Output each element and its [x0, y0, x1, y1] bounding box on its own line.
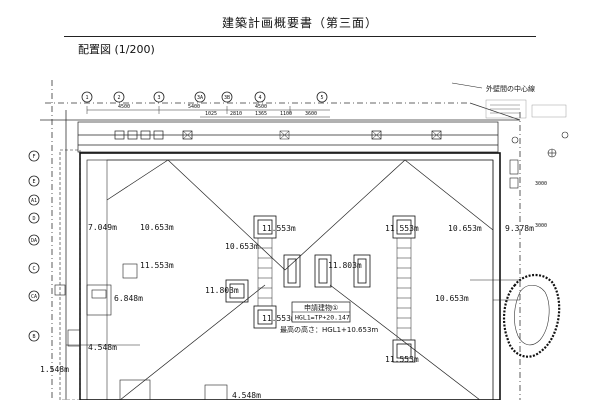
top-canopy	[77, 121, 499, 153]
elevation-label: 11.553m	[385, 224, 419, 233]
elevation-label: 10.653m	[435, 294, 469, 303]
building-note: 申請建物① HGL1=TP+20.147 最高の高さ：HGL1+10.653m	[280, 301, 378, 334]
grid-left-e: E	[33, 179, 36, 185]
dim-3000-a: 3000	[535, 181, 547, 187]
leader-line	[451, 82, 483, 89]
site-trees	[511, 131, 569, 158]
elevation-label: 11.553m	[140, 261, 174, 270]
top-dimension-lines	[86, 106, 330, 118]
site-boundary	[40, 80, 521, 400]
elevation-label: 1.548m	[40, 365, 69, 374]
left-grid-bubbles: F E A1 D DA C CA B	[28, 150, 40, 342]
dim-2810: 2810	[230, 111, 242, 117]
grid-top-2: 2	[118, 95, 121, 101]
left-side-details	[54, 149, 228, 400]
rail-hatching	[257, 238, 412, 340]
roof-hip-lines	[106, 159, 494, 400]
elevation-label: 11.803m	[328, 261, 362, 270]
grid-left-da: DA	[31, 238, 37, 244]
elevation-label: 4.548m	[232, 391, 261, 400]
grid-left-c: C	[33, 266, 36, 272]
document-title: 建築計画概要書（第三面）	[221, 16, 378, 30]
elevation-label: 6.848m	[114, 294, 143, 303]
dim-3000-b: 3000	[535, 223, 547, 229]
grid-top-3a: 3A	[197, 95, 203, 101]
grid-top-3b: 3B	[224, 95, 230, 101]
elevation-label: 11.553m	[262, 224, 296, 233]
grid-top-3: 3	[158, 95, 161, 101]
elevation-label: 11.553m	[385, 355, 419, 364]
elevation-label: 10.653m	[448, 224, 482, 233]
right-side-walls	[470, 159, 520, 301]
right-notes	[485, 99, 567, 119]
rooftop-units	[225, 215, 416, 363]
building-note-title: 申請建物①	[304, 303, 338, 312]
top-grid-bubbles: 1 2 3 3A 3B 4 5	[81, 91, 328, 103]
building-note-max-height: 最高の高さ：HGL1+10.653m	[280, 325, 378, 334]
dim-4500-a: 4500	[118, 104, 130, 110]
building-outline	[79, 152, 501, 400]
wall-center-label: 外壁間の中心線	[486, 84, 535, 93]
grid-left-ca: CA	[31, 294, 37, 300]
grid-left-f: F	[33, 154, 36, 160]
dim-4500-b: 4500	[255, 104, 267, 110]
dim-1100: 1100	[280, 111, 292, 117]
grid-left-b: B	[33, 334, 36, 340]
dim-3600: 3600	[305, 111, 317, 117]
column-marks-top	[182, 130, 442, 140]
planting-inner	[514, 284, 550, 346]
elevation-label: 7.049m	[88, 223, 117, 232]
elevation-label: 4.548m	[88, 343, 117, 352]
elevation-label: 10.653m	[225, 242, 259, 251]
grid-left-d: D	[33, 216, 36, 222]
dim-1365: 1365	[255, 111, 267, 117]
dim-1025: 1025	[205, 111, 217, 117]
planting-area	[502, 273, 561, 358]
title-rule	[64, 36, 536, 37]
elevation-label: 11.553m	[262, 314, 296, 323]
dim-5400: 5400	[188, 104, 200, 110]
elevation-labels: 7.049m 10.653m 11.553m 10.653m 11.553m 1…	[40, 223, 534, 400]
grid-top-1: 1	[86, 95, 89, 101]
elevation-label: 9.378m	[505, 224, 534, 233]
drawing-subtitle: 配置図 (1/200)	[78, 43, 155, 56]
grid-top-5: 5	[321, 95, 324, 101]
elevation-label: 11.803m	[205, 286, 239, 295]
grid-top-4: 4	[259, 95, 262, 101]
elevation-label: 10.653m	[140, 223, 174, 232]
building-note-hgl: HGL1=TP+20.147	[295, 314, 350, 322]
grid-left-a1: A1	[31, 198, 37, 204]
